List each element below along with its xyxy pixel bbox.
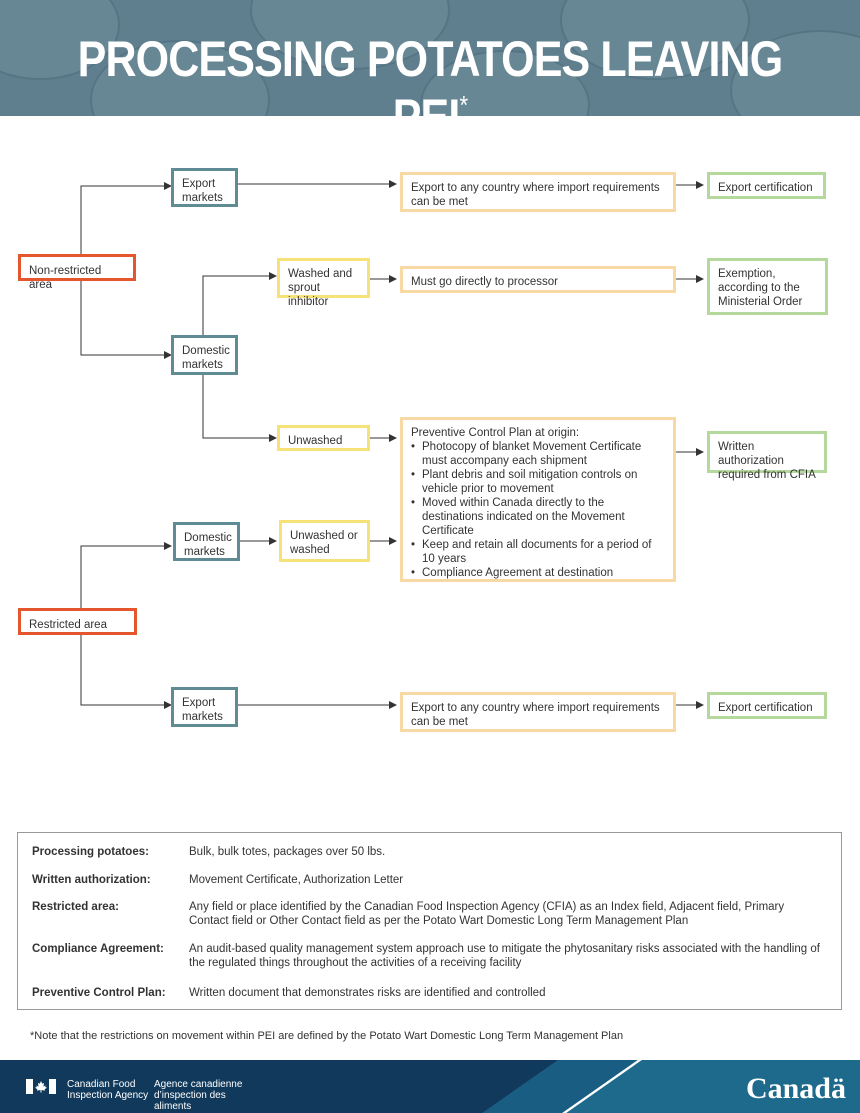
- connector: [202, 374, 277, 442]
- export-requirements-bottom-box: Export to any country where import requi…: [400, 692, 676, 732]
- definition-term: Restricted area:: [32, 901, 119, 913]
- exemption-box: Exemption, according to the Ministerial …: [707, 258, 828, 315]
- definitions-panel: Processing potatoes: Bulk, bulk totes, p…: [17, 832, 842, 1010]
- agency-name-en: Canadian Food Inspection Agency: [67, 1079, 149, 1101]
- footnote: *Note that the restrictions on movement …: [30, 1030, 624, 1042]
- footer: Canadian Food Inspection Agency Agence c…: [0, 1060, 860, 1113]
- definition-text: Movement Certificate, Authorization Lett…: [189, 874, 404, 886]
- pcp-heading: Preventive Control Plan at origin:: [411, 427, 580, 439]
- definition-row: Restricted area: Any field or place iden…: [32, 900, 821, 928]
- definition-text: Written document that demonstrates risks…: [189, 987, 546, 999]
- definition-text: Any field or place identified by the Can…: [189, 901, 785, 927]
- restricted-area-box: Restricted area: [18, 608, 137, 635]
- definition-term: Written authorization:: [32, 874, 151, 886]
- definition-text: An audit-based quality management system…: [189, 943, 820, 969]
- agency-name-fr: Agence canadienne d’inspection des alime…: [154, 1079, 243, 1112]
- connector: [202, 272, 277, 337]
- connector: [80, 542, 172, 608]
- connector: [80, 280, 172, 359]
- washed-sprout-inhibitor-box: Washed and sprout inhibitor: [277, 258, 370, 308]
- unwashed-box: Unwashed: [277, 425, 370, 451]
- pcp-item: Moved within Canada directly to the dest…: [411, 496, 665, 538]
- pcp-item: Plant debris and soil mitigation control…: [411, 468, 665, 496]
- definition-term: Compliance Agreement:: [32, 943, 164, 955]
- page-title: PROCESSING POTATOES LEAVING PEI*: [77, 31, 784, 116]
- flowchart-connectors: [80, 180, 704, 709]
- export-certification-top-box: Export certification: [707, 172, 826, 199]
- export-markets-bottom-box: Export markets: [171, 687, 238, 727]
- written-authorization-box: Written authorization required from CFIA: [707, 431, 827, 481]
- domestic-markets-top-box: Domestic markets: [171, 335, 238, 375]
- definition-text: Bulk, bulk totes, packages over 50 lbs.: [189, 846, 386, 858]
- non-restricted-area-box: Non-restricted area: [18, 254, 136, 291]
- domestic-markets-bottom-box: Domestic markets: [173, 522, 240, 561]
- pcp-item: Compliance Agreement at destination: [411, 566, 665, 580]
- header-banner: PROCESSING POTATOES LEAVING PEI*: [0, 0, 860, 116]
- export-requirements-top-box: Export to any country where import requi…: [400, 172, 676, 212]
- canada-wordmark: Canadä: [745, 1072, 846, 1105]
- preventive-control-plan-box: Preventive Control Plan at origin: Photo…: [400, 417, 676, 582]
- definition-row: Preventive Control Plan: Written documen…: [32, 986, 821, 1000]
- connector: [80, 182, 172, 255]
- unwashed-or-washed-box: Unwashed or washed: [279, 520, 370, 562]
- definition-row: Processing potatoes: Bulk, bulk totes, p…: [32, 845, 821, 859]
- definition-row: Written authorization: Movement Certific…: [32, 873, 821, 887]
- pcp-list: Photocopy of blanket Movement Certificat…: [411, 440, 665, 580]
- definition-term: Processing potatoes:: [32, 846, 149, 858]
- canada-flag-icon: [26, 1079, 56, 1094]
- export-markets-top-box: Export markets: [171, 168, 238, 207]
- pcp-item: Keep and retain all documents for a peri…: [411, 538, 665, 566]
- export-certification-bottom-box: Export certification: [707, 692, 827, 719]
- connector: [80, 634, 172, 709]
- processor-requirement-box: Must go directly to processor: [400, 266, 676, 293]
- definition-term: Preventive Control Plan:: [32, 987, 166, 999]
- pcp-item: Photocopy of blanket Movement Certificat…: [411, 440, 665, 468]
- definition-row: Compliance Agreement: An audit-based qua…: [32, 942, 821, 970]
